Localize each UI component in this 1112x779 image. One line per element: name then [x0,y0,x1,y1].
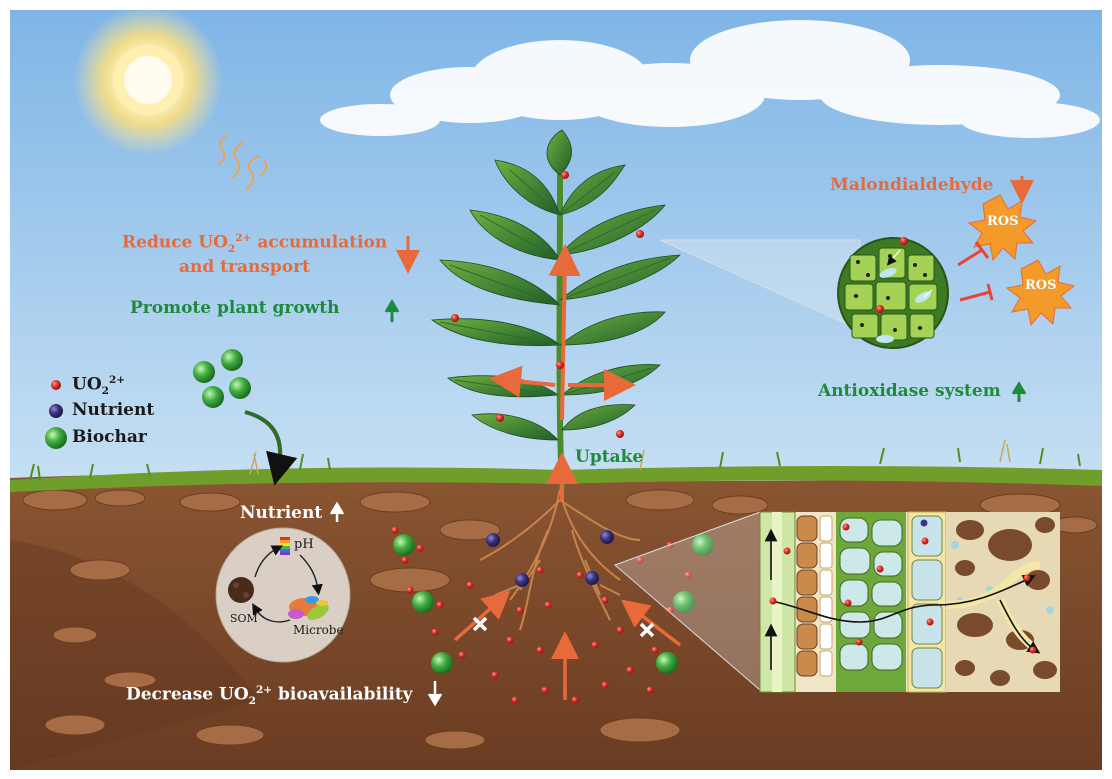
legend-biochar-label: Biochar [72,427,147,447]
arrow-down-icon [427,681,443,707]
rocks [22,489,1098,750]
ph-scale-icon [280,537,290,555]
ros-label-1: ROS [987,214,1019,229]
soil-cycle-circle [215,527,351,663]
legend-uo2-label: UO22+ [72,374,126,398]
legend-uo2-dot [51,380,61,390]
legend-biochar-dot [45,427,67,449]
nutrient-particles-soil [486,530,614,587]
ros-label-2: ROS [1025,278,1057,293]
nutrient-up-label: Nutrient [240,503,323,523]
clouds [320,20,1100,138]
heat-wave-icon [217,134,268,191]
microbe-icon [288,596,329,620]
arrow-up-icon [329,501,345,522]
biochar-addition-arrow [244,410,298,486]
malondialdehyde-label: Malondialdehyde [830,175,994,195]
arrow-up-icon [384,299,1027,402]
arrow-down-icon [396,176,1034,274]
uranyl-particles-plant [451,171,644,438]
reduce-label-line1: Reduce UO22+ accumulation [122,232,388,256]
leaf-cell-zoom [837,237,949,349]
ph-label: pH [294,537,314,552]
som-label: SOM [230,612,258,625]
uptake-label: Uptake [575,447,644,467]
microbe-label: Microbe [293,623,344,637]
legend-nutrient-dot [49,404,63,418]
ros-burst-icon [967,194,1076,327]
plant-stem [556,169,565,491]
biochar-particles-soil [393,534,714,674]
cross-icon [472,616,655,638]
transport-arrow [548,244,581,421]
inhibit-icon [957,241,994,302]
biochar-cluster [193,349,251,408]
root-cross-section [759,511,1060,693]
promote-label: Promote plant growth [130,298,340,318]
decrease-label: Decrease UO22+ bioavailability [126,684,413,708]
antioxidase-label: Antioxidase system [818,381,1001,401]
sun-icon [73,5,223,155]
legend-nutrient-label: Nutrient [72,400,155,420]
reduce-label-line2: and transport [179,257,310,277]
